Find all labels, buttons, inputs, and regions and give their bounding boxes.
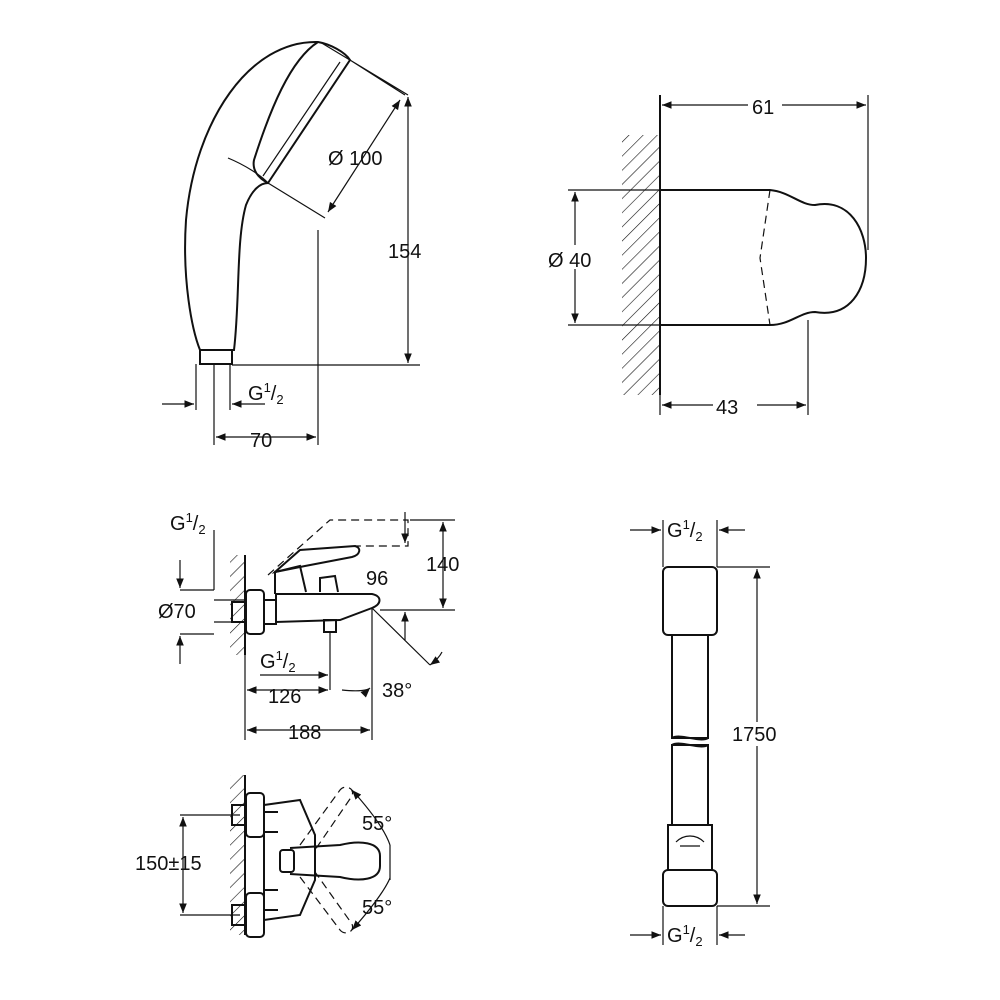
hand-shower-thread: G1/2 [248,380,284,407]
shower-head [252,40,352,185]
mixer-centers: 150±15 [135,853,202,875]
wall-holder-diameter: Ø 40 [548,250,591,272]
mixer-outlet-distance: 126 [268,686,301,708]
hand-shower-diameter: Ø 100 [328,148,382,170]
hose-thread-top: G1/2 [667,517,703,544]
hand-shower-drawing: Ø 100 154 70 G1/2 [162,40,421,452]
hose-length: 1750 [732,724,777,746]
mixer-height-total: 140 [426,554,459,576]
wall-holder-body [660,189,868,326]
mixer-thread-top: G1/2 [170,510,206,537]
mixer-thread-bottom: G1/2 [260,648,296,675]
hose-top-nut [662,566,718,636]
hand-shower-width: 70 [250,430,272,452]
mixer-body [275,593,381,624]
mixer-diameter: Ø70 [158,601,196,623]
wall-holder-drawing: 61 Ø 40 43 [545,95,869,419]
hand-shower-height: 154 [388,241,421,263]
hose-thread-bottom: G1/2 [667,922,703,949]
mixer-body-top [263,798,316,922]
mixer-angle-up: 55° [362,813,392,835]
hose-bottom-nut [662,869,718,907]
mixer-top-drawing: 55° 55° 150±15 [135,775,392,938]
shower-thread [199,349,233,365]
mixer-angle-down: 55° [362,897,392,919]
mixer-side-drawing: G1/2 140 96 Ø70 G1/2 126 38° 188 [158,510,459,744]
mixer-angle: 38° [382,680,412,702]
mixer-lever-top [289,841,381,881]
wall-holder-length: 61 [752,97,774,119]
mixer-height-spout: 96 [366,568,388,590]
wall-holder-depth: 43 [716,397,738,419]
hose-drawing: G1/2 1750 G1/2 [630,517,784,949]
hand-shower-outline [184,40,319,351]
mixer-projection: 188 [288,722,321,744]
